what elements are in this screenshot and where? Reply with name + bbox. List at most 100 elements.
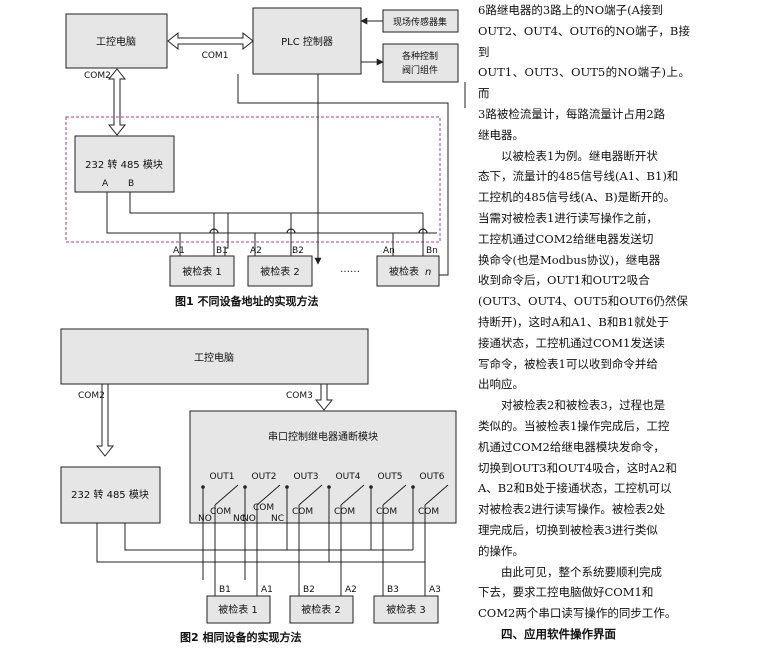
fig2-out5: OUT5: [378, 472, 403, 482]
fig1-caption: 图1 不同设备地址的实现方法: [175, 294, 318, 308]
fig2-b1: B1: [219, 585, 231, 595]
fig2-out4: OUT4: [336, 472, 361, 482]
fig2-com-3: COM: [292, 507, 313, 517]
para-3-line-3: 机通过COM2给继电器模块发命令，: [478, 439, 665, 454]
fig2-computer-label: 工控电脑: [194, 351, 234, 364]
para-2-line-4: 当需对被检表1进行读写操作之前，: [478, 210, 658, 225]
fig1-valve-label-2: 阀门组件: [402, 64, 438, 76]
fig2-converter-label: 232 转 485 模块: [71, 488, 149, 501]
fig2-no-2: NO: [242, 514, 256, 524]
fig2-com-4: COM: [334, 507, 355, 517]
fig2-relay-contacts: [201, 484, 449, 545]
fig1-an: An: [383, 246, 395, 256]
para-1-line-4: 3路被检流量计，每路流量计占用2路: [478, 106, 666, 121]
fig1-a1: A1: [173, 246, 185, 256]
fig1-com1-arrow: [167, 31, 254, 51]
fig1-b1: B1: [216, 246, 228, 256]
fig1-meter-n: [376, 255, 440, 287]
fig1-ellipsis: ……: [340, 264, 360, 275]
para-3-line-5: A、B2和B处于接通状态，工控机可以: [478, 481, 672, 496]
figure-1: 工控电脑 PLC 控制器 现场传感器集 各种控制 阀门组件 COM1 COM2 …: [65, 7, 466, 308]
fig1-com2-arrow: [107, 68, 127, 136]
fig2-meter-3: [373, 595, 439, 624]
para-3-line-6: 对被检表2进行读写操作。被检表2处: [478, 502, 666, 517]
fig1-meter-1-label: 被检表 1: [182, 265, 222, 278]
fig2-com3-label: COM3: [286, 391, 313, 401]
fig2-relay-box: [189, 410, 457, 524]
fig2-a3: A3: [429, 585, 441, 595]
para-3-line-1: 对被检表2和被检表3，过程也是: [501, 398, 666, 413]
para-2-line-2: 态下，流量计的485信号线(A1、B1)和: [478, 169, 679, 184]
fig1-bus-wires: [106, 192, 437, 256]
para-3-line-8: 的操作。: [478, 543, 524, 558]
fig1-a2: A2: [250, 246, 262, 256]
fig1-plc-box: [252, 7, 362, 75]
fig1-plc-label: PLC 控制器: [281, 35, 333, 48]
fig2-nc-1: NC: [233, 514, 246, 524]
fig2-com-5: COM: [376, 507, 397, 517]
fig1-sensor-label: 现场传感器集: [393, 16, 447, 28]
fig2-com2-arrow: [95, 383, 115, 457]
para-2-line-8: (OUT3、OUT4、OUT5和OUT6仍然保: [478, 294, 688, 309]
fig2-out3: OUT3: [294, 472, 319, 482]
para-2-line-6: 换命令(也是Modbus协议)，继电器: [478, 252, 661, 267]
fig2-b2: B2: [303, 585, 315, 595]
para-2-line-9: 持断开)，这时A和A1、B和B1就处于: [478, 314, 669, 329]
para-4-line-1: 由此可见，整个系统要顺利完成: [501, 564, 662, 579]
fig2-a2: A2: [345, 585, 357, 595]
fig1-dashed-boundary: [65, 116, 441, 243]
para-2-line-12: 出响应。: [478, 377, 524, 392]
fig1-meter-n-label: 被检表: [389, 265, 419, 278]
fig2-caption: 图2 相同设备的实现方法: [180, 630, 301, 644]
fig2-a1: A1: [261, 585, 273, 595]
fig2-b3: B3: [387, 585, 399, 595]
fig2-com-1: COM: [210, 507, 231, 517]
para-1-line-5: 继电器。: [478, 127, 524, 142]
para-1-line-1: 6路继电器的3路上的NO端子(A接到: [478, 3, 663, 17]
fig2-out2: OUT2: [252, 472, 277, 482]
fig1-com2-label: COM2: [84, 71, 111, 81]
fig2-meter-1: [206, 595, 271, 624]
para-1-line-2: OUT2、OUT4、OUT6的NO端子，B接到: [478, 23, 690, 59]
fig2-no-1: NO: [198, 514, 212, 524]
fig2-meter-1-label: 被检表 1: [218, 603, 258, 616]
fig1-computer-box: [65, 13, 168, 69]
para-1-line-3: OUT1、OUT3、OUT5的NO端子)上。而: [478, 65, 690, 101]
fig1-converter-box: [74, 135, 175, 193]
para-4-line-3: COM2两个串口读写操作的同步工作。: [478, 606, 677, 621]
fig2-meter-2: [289, 595, 354, 624]
fig1-meter-n-var: n: [425, 267, 431, 278]
fig2-meter-2-label: 被检表 2: [301, 603, 341, 616]
fig1-b2: B2: [292, 246, 304, 256]
fig2-com2-label: COM2: [78, 391, 105, 401]
para-2-line-7: 收到命令后，OUT1和OUT2吸合: [478, 273, 650, 288]
fig2-converter-box: [60, 466, 161, 524]
fig2-com-2: COM: [253, 503, 274, 513]
fig2-nc-2: NC: [271, 514, 284, 524]
para-2-line-11: 写命令，被检表1可以收到命令并给: [478, 356, 658, 371]
fig1-conv-a: A: [102, 179, 109, 189]
fig1-valve-box: [382, 43, 459, 83]
fig1-computer-label: 工控电脑: [96, 35, 136, 48]
fig2-com-6: COM: [418, 507, 439, 517]
fig1-meter-1: [169, 255, 235, 287]
para-2-line-10: 接通状态，工控机通过COM1发送读: [478, 335, 665, 350]
fig2-bus-wires: [96, 523, 426, 596]
fig1-valve-label-1: 各种控制: [402, 50, 438, 62]
fig1-meter-2: [247, 255, 313, 287]
fig2-relay-title: 串口控制继电器通断模块: [268, 430, 378, 443]
figure-2: 工控电脑 COM2 COM3 232 转 485 模块 串口控制继电器通断模块 …: [60, 328, 457, 644]
para-4-line-2: 下去，要求工控电脑做好COM1和: [478, 585, 654, 600]
fig1-meter-2-label: 被检表 2: [260, 265, 300, 278]
fig2-computer-box: [60, 328, 369, 385]
fig2-com3-arrow: [314, 383, 334, 411]
para-2-line-3: 工控机的485信号线(A、B)是断开的。: [478, 190, 676, 205]
section-heading: 四、应用软件操作界面: [501, 626, 616, 641]
fig2-out6: OUT6: [420, 472, 445, 482]
para-3-line-7: 理完成后，切换到被检表3进行类似: [478, 522, 658, 537]
fig1-converter-label: 232 转 485 模块: [85, 158, 163, 171]
fig2-meter-3-label: 被检表 3: [386, 603, 426, 616]
fig1-conv-b: B: [128, 179, 134, 189]
